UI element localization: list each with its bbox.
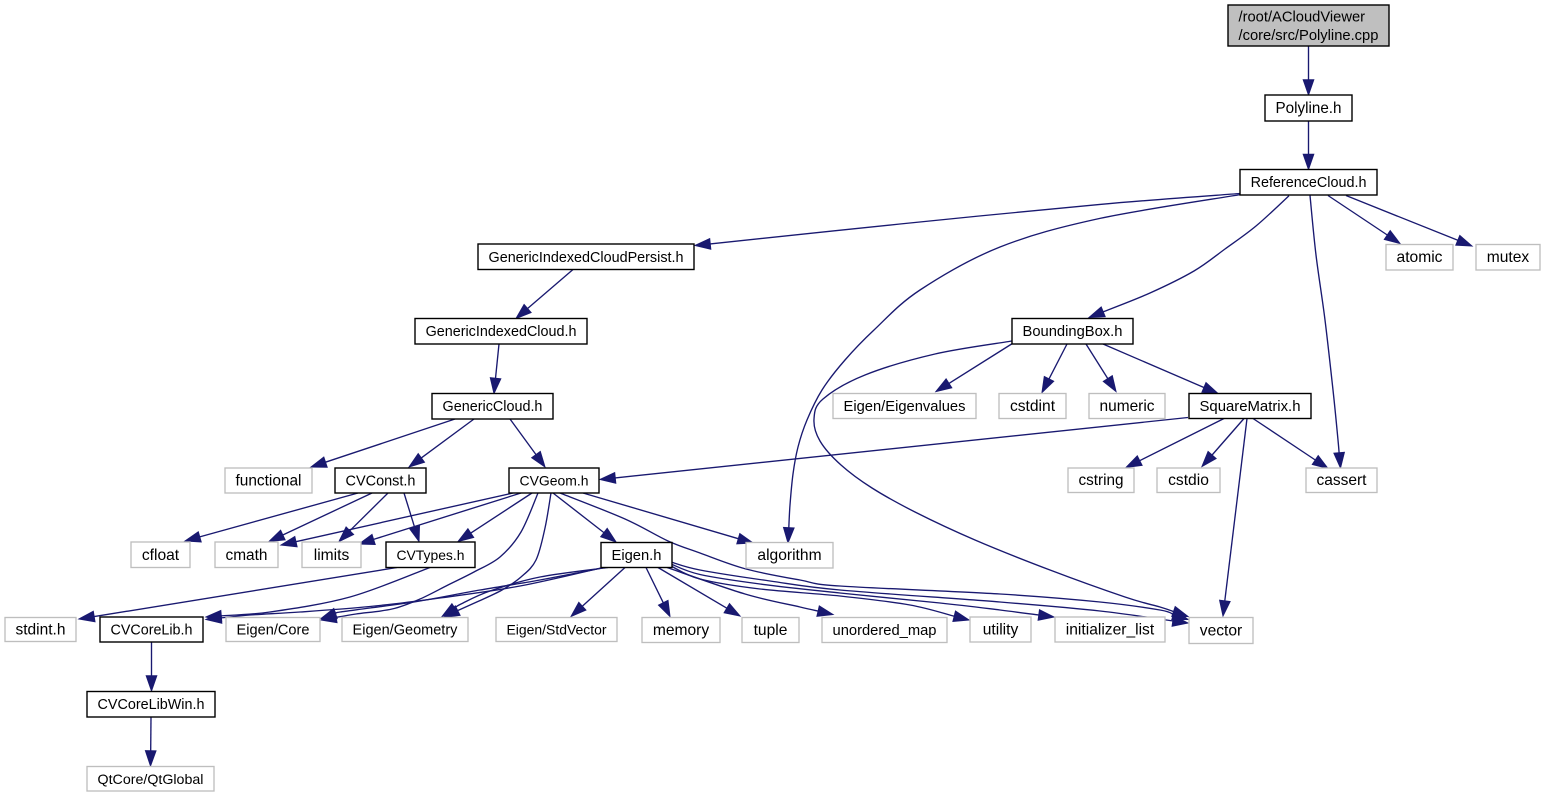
svg-text:cassert: cassert (1317, 472, 1368, 489)
svg-text:functional: functional (236, 473, 302, 490)
svg-text:CVTypes.h: CVTypes.h (397, 547, 465, 563)
svg-text:limits: limits (314, 547, 350, 564)
svg-text:GenericIndexedCloud.h: GenericIndexedCloud.h (426, 324, 577, 340)
svg-text:QtCore/QtGlobal: QtCore/QtGlobal (98, 772, 204, 788)
svg-text:/core/src/Polyline.cpp: /core/src/Polyline.cpp (1239, 28, 1379, 44)
svg-text:cmath: cmath (226, 547, 268, 564)
svg-text:Eigen.h: Eigen.h (612, 548, 662, 564)
svg-text:GenericIndexedCloudPersist.h: GenericIndexedCloudPersist.h (489, 250, 684, 266)
svg-text:Polyline.h: Polyline.h (1276, 100, 1342, 117)
svg-text:/root/ACloudViewer: /root/ACloudViewer (1239, 9, 1366, 25)
svg-text:vector: vector (1200, 623, 1242, 640)
svg-text:cfloat: cfloat (142, 547, 180, 564)
svg-text:memory: memory (653, 622, 710, 639)
svg-text:CVCoreLibWin.h: CVCoreLibWin.h (98, 697, 205, 713)
svg-text:cstring: cstring (1079, 472, 1124, 489)
svg-text:CVConst.h: CVConst.h (346, 474, 416, 490)
svg-text:utility: utility (983, 622, 1019, 639)
svg-text:Eigen/Core: Eigen/Core (237, 623, 310, 639)
svg-text:atomic: atomic (1397, 249, 1443, 266)
svg-text:initializer_list: initializer_list (1066, 622, 1155, 639)
svg-text:CVCoreLib.h: CVCoreLib.h (111, 623, 193, 639)
svg-text:stdint.h: stdint.h (16, 622, 66, 639)
svg-text:algorithm: algorithm (757, 547, 821, 564)
svg-text:ReferenceCloud.h: ReferenceCloud.h (1251, 175, 1367, 191)
svg-text:cstdio: cstdio (1168, 472, 1209, 489)
svg-text:unordered_map: unordered_map (833, 623, 937, 639)
svg-text:mutex: mutex (1487, 249, 1530, 266)
svg-text:SquareMatrix.h: SquareMatrix.h (1200, 399, 1301, 415)
svg-text:Eigen/StdVector: Eigen/StdVector (507, 622, 607, 638)
svg-text:GenericCloud.h: GenericCloud.h (443, 399, 543, 415)
svg-text:CVGeom.h: CVGeom.h (520, 473, 589, 489)
svg-text:cstdint: cstdint (1010, 398, 1056, 415)
svg-text:BoundingBox.h: BoundingBox.h (1023, 324, 1123, 340)
svg-text:tuple: tuple (754, 622, 788, 639)
svg-text:Eigen/Geometry: Eigen/Geometry (353, 623, 459, 639)
svg-text:numeric: numeric (1100, 398, 1155, 415)
svg-text:Eigen/Eigenvalues: Eigen/Eigenvalues (844, 399, 966, 415)
